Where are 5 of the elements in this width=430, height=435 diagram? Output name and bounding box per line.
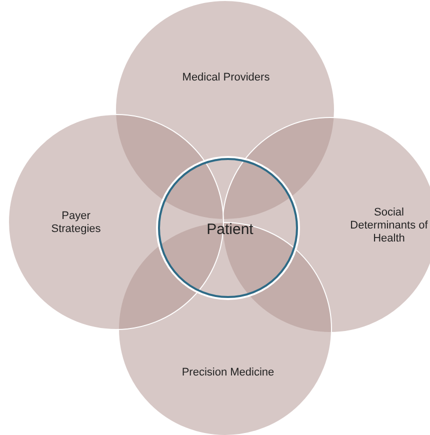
circle-label: Patient bbox=[206, 220, 254, 240]
circle-label: Precision Medicine bbox=[180, 366, 276, 380]
circle-label: Medical Providers bbox=[181, 72, 271, 84]
circle-label: Payer Strategies bbox=[50, 210, 102, 236]
circle-label: Social Determinants of Health bbox=[349, 206, 429, 246]
